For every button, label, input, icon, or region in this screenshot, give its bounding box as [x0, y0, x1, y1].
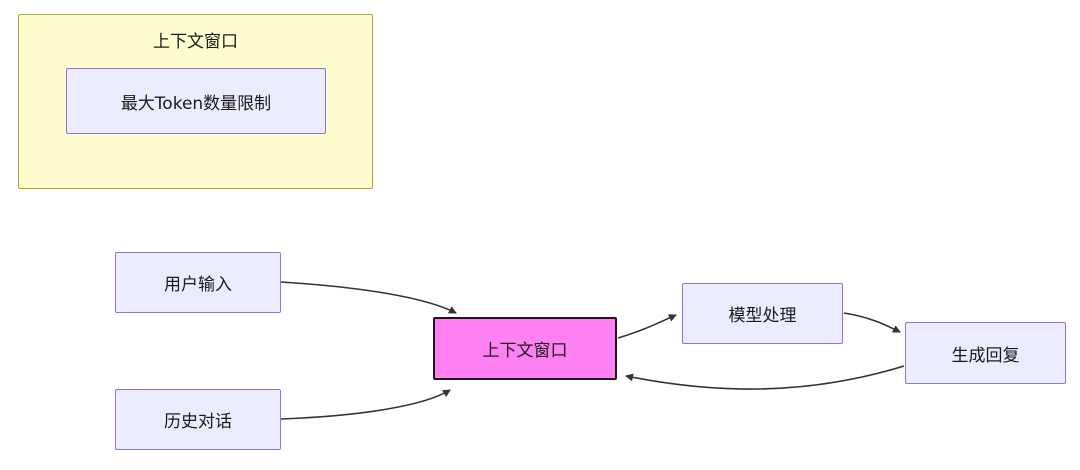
- node-history-dialog: 历史对话: [115, 389, 281, 450]
- subgraph-title: 上下文窗口: [153, 32, 238, 52]
- node-max-token-limit: 最大Token数量限制: [66, 68, 326, 134]
- edge-history-to-context: [280, 389, 451, 420]
- subgraph-context-window: 上下文窗口 最大Token数量限制: [18, 14, 373, 189]
- node-max-token-limit-label: 最大Token数量限制: [120, 93, 272, 114]
- node-context-window: 上下文窗口: [433, 317, 617, 380]
- node-model-process-label: 模型处理: [728, 306, 797, 326]
- edge-model-to-reply: [843, 312, 901, 333]
- node-generate-reply: 生成回复: [905, 322, 1066, 384]
- node-generate-reply-label: 生成回复: [951, 345, 1020, 366]
- node-user-input: 用户输入: [115, 252, 281, 313]
- node-user-input-label: 用户输入: [164, 275, 232, 295]
- edge-context-to-model: [617, 314, 677, 339]
- node-model-process: 模型处理: [682, 283, 843, 344]
- edge-user-input-to-context: [280, 281, 457, 314]
- edge-reply-to-context: [625, 365, 905, 390]
- node-context-window-label: 上下文窗口: [482, 341, 568, 361]
- node-history-dialog-label: 历史对话: [164, 412, 232, 432]
